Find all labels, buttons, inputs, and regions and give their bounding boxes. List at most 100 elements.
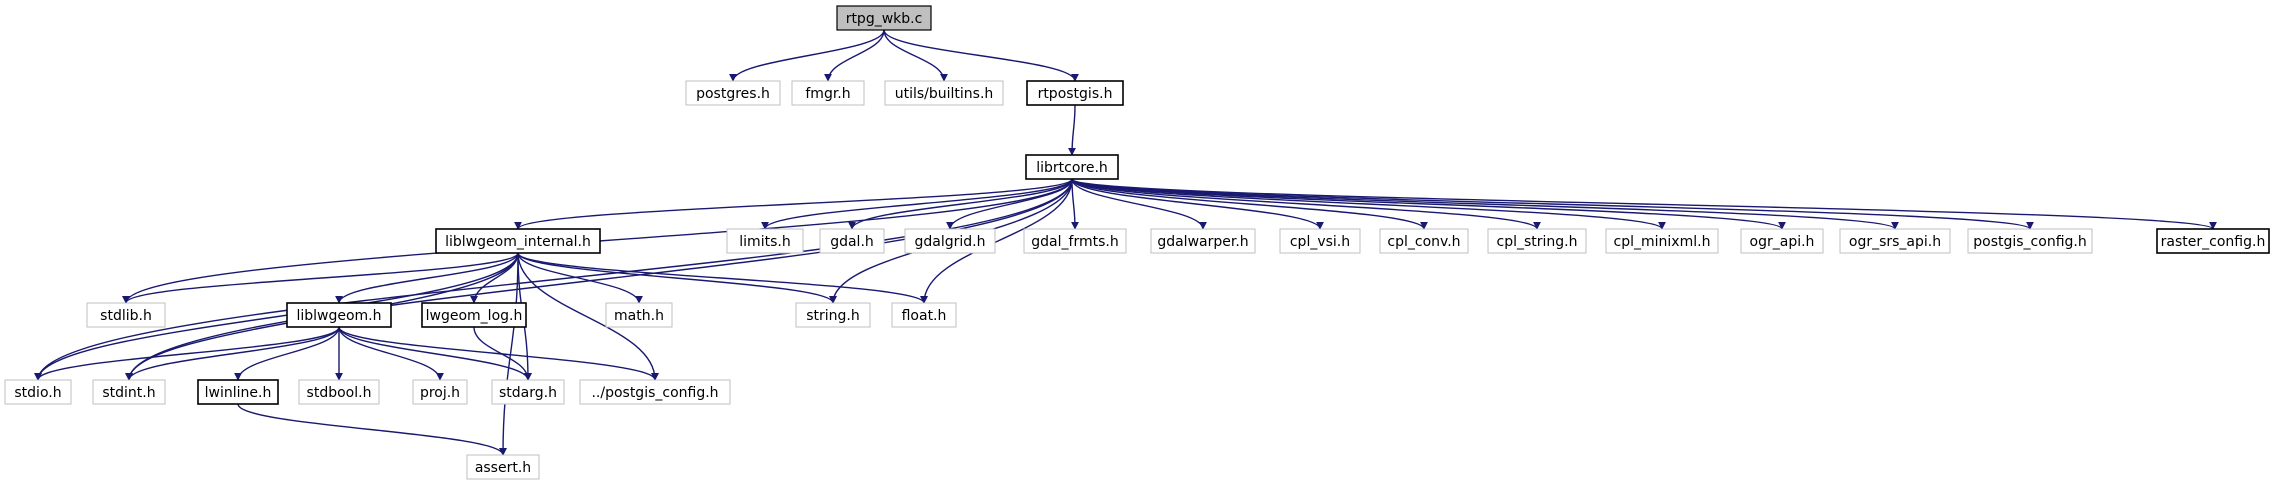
- node-librtcore[interactable]: librtcore.h: [1025, 154, 1119, 180]
- node-box: [1740, 228, 1824, 254]
- node-utils-builtins: utils/builtins.h: [884, 80, 1004, 106]
- dependency-edges: [34, 29, 2217, 456]
- node-box: [286, 302, 392, 328]
- edge-librtcore-to-stdio: [34, 178, 1073, 381]
- node-lwinline[interactable]: lwinline.h: [197, 379, 279, 405]
- node-box: [421, 302, 527, 328]
- edge-rtpg-wkb-to-rtpostgis: [883, 29, 1079, 82]
- node-box: [466, 454, 540, 480]
- node-gdal: gdal.h: [819, 228, 885, 254]
- node-box: [791, 80, 865, 106]
- node-cpl-minixml: cpl_minixml.h: [1605, 228, 1719, 254]
- node-label: cpl_string.h: [1497, 234, 1578, 250]
- node-box: [412, 379, 468, 405]
- node-label: stdio.h: [14, 385, 61, 401]
- node-label: gdal.h: [830, 234, 874, 250]
- node-label: cpl_vsi.h: [1290, 234, 1350, 250]
- edge-librtcore-to-float: [920, 178, 1073, 304]
- edge-librtcore-to-gdal: [848, 178, 1073, 230]
- node-box: [1967, 228, 2093, 254]
- node-liblwgeom[interactable]: liblwgeom.h: [286, 302, 392, 328]
- node-box: [1023, 228, 1127, 254]
- node-rtpostgis[interactable]: rtpostgis.h: [1026, 80, 1124, 106]
- edge-librtcore-to-gdal-frmts: [1070, 178, 1079, 230]
- node-label: ogr_srs_api.h: [1849, 234, 1941, 250]
- edge-librtcore-to-limits: [761, 178, 1073, 230]
- node-box: [1487, 228, 1587, 254]
- node-string: string.h: [795, 302, 871, 328]
- edge-librtcore-to-ogr-api: [1071, 178, 1786, 230]
- node-box: [92, 379, 166, 405]
- node-lwgeom-log[interactable]: lwgeom_log.h: [421, 302, 527, 328]
- node-box: [1839, 228, 1951, 254]
- node-box: [685, 80, 781, 106]
- node-label: liblwgeom_internal.h: [445, 234, 591, 250]
- node-label: cpl_minixml.h: [1614, 234, 1711, 250]
- node-box: [1150, 228, 1256, 254]
- node-label: stdlib.h: [100, 308, 152, 324]
- file-nodes: rtpg_wkb.c postgres.h fmgr.h utils/builtins…: [4, 5, 2270, 480]
- node-label: fmgr.h: [805, 86, 850, 102]
- node-label: math.h: [614, 308, 664, 324]
- node-raster-config[interactable]: raster_config.h: [2156, 228, 2270, 254]
- node-label: utils/builtins.h: [895, 86, 994, 102]
- node-box: [491, 379, 565, 405]
- node-box: [836, 5, 932, 31]
- edge-liblwgeom-internal-to-dotdot-postgis-config: [517, 252, 659, 381]
- node-label: stdarg.h: [499, 385, 557, 401]
- node-gdal-frmts: gdal_frmts.h: [1023, 228, 1127, 254]
- node-box: [197, 379, 279, 405]
- node-label: stdbool.h: [307, 385, 372, 401]
- edge-lwgeom-log-to-stdarg: [473, 326, 532, 381]
- edge-librtcore-to-gdalwarper: [1071, 178, 1207, 230]
- node-stdarg: stdarg.h: [491, 379, 565, 405]
- node-gdalgrid: gdalgrid.h: [904, 228, 996, 254]
- edge-liblwgeom-to-stdio: [34, 326, 340, 381]
- edge-librtcore-to-cpl-string: [1071, 178, 1541, 230]
- node-label: gdalgrid.h: [915, 234, 986, 250]
- node-label: string.h: [806, 308, 860, 324]
- node-box: [435, 228, 601, 254]
- edge-liblwgeom-internal-to-assert: [499, 252, 519, 456]
- node-label: gdalwarper.h: [1157, 234, 1248, 250]
- node-box: [884, 80, 1004, 106]
- node-stdlib: stdlib.h: [86, 302, 166, 328]
- node-label: assert.h: [475, 460, 531, 476]
- node-label: ../postgis_config.h: [591, 385, 718, 401]
- node-stdint: stdint.h: [92, 379, 166, 405]
- node-label: ogr_api.h: [1750, 234, 1815, 250]
- node-cpl-conv: cpl_conv.h: [1379, 228, 1469, 254]
- node-rtpg-wkb: rtpg_wkb.c: [836, 5, 932, 31]
- node-limits: limits.h: [726, 228, 804, 254]
- node-postgres: postgres.h: [685, 80, 781, 106]
- node-label: raster_config.h: [2161, 234, 2266, 250]
- edge-liblwgeom-internal-to-stdlib: [122, 252, 519, 304]
- node-ogr-api: ogr_api.h: [1740, 228, 1824, 254]
- node-label: cpl_conv.h: [1387, 234, 1460, 250]
- edge-rtpg-wkb-to-utils-builtins: [883, 29, 948, 82]
- node-box: [86, 302, 166, 328]
- node-label: float.h: [902, 308, 947, 324]
- node-label: librtcore.h: [1036, 160, 1108, 176]
- edge-librtcore-to-cpl-conv: [1071, 178, 1428, 230]
- node-cpl-string: cpl_string.h: [1487, 228, 1587, 254]
- node-liblwgeom-internal[interactable]: liblwgeom_internal.h: [435, 228, 601, 254]
- node-label: rtpostgis.h: [1038, 86, 1113, 102]
- node-label: stdint.h: [102, 385, 155, 401]
- edge-librtcore-to-raster-config: [1071, 178, 2217, 230]
- edge-librtcore-to-ogr-srs-api: [1071, 178, 1899, 230]
- node-box: [605, 302, 673, 328]
- node-box: [2156, 228, 2270, 254]
- node-stdio: stdio.h: [4, 379, 72, 405]
- node-postgis-config: postgis_config.h: [1967, 228, 2093, 254]
- edge-rtpg-wkb-to-postgres: [729, 29, 885, 82]
- edge-rtpg-wkb-to-fmgr: [824, 29, 885, 82]
- edge-liblwgeom-internal-to-string: [517, 252, 837, 304]
- node-float: float.h: [891, 302, 957, 328]
- node-stdbool: stdbool.h: [298, 379, 380, 405]
- node-label: rtpg_wkb.c: [846, 11, 923, 27]
- node-dotdot-postgis-config: ../postgis_config.h: [579, 379, 731, 405]
- node-box: [795, 302, 871, 328]
- edge-librtcore-to-postgis-config: [1071, 178, 2034, 230]
- edge-librtcore-to-liblwgeom-internal: [514, 178, 1073, 230]
